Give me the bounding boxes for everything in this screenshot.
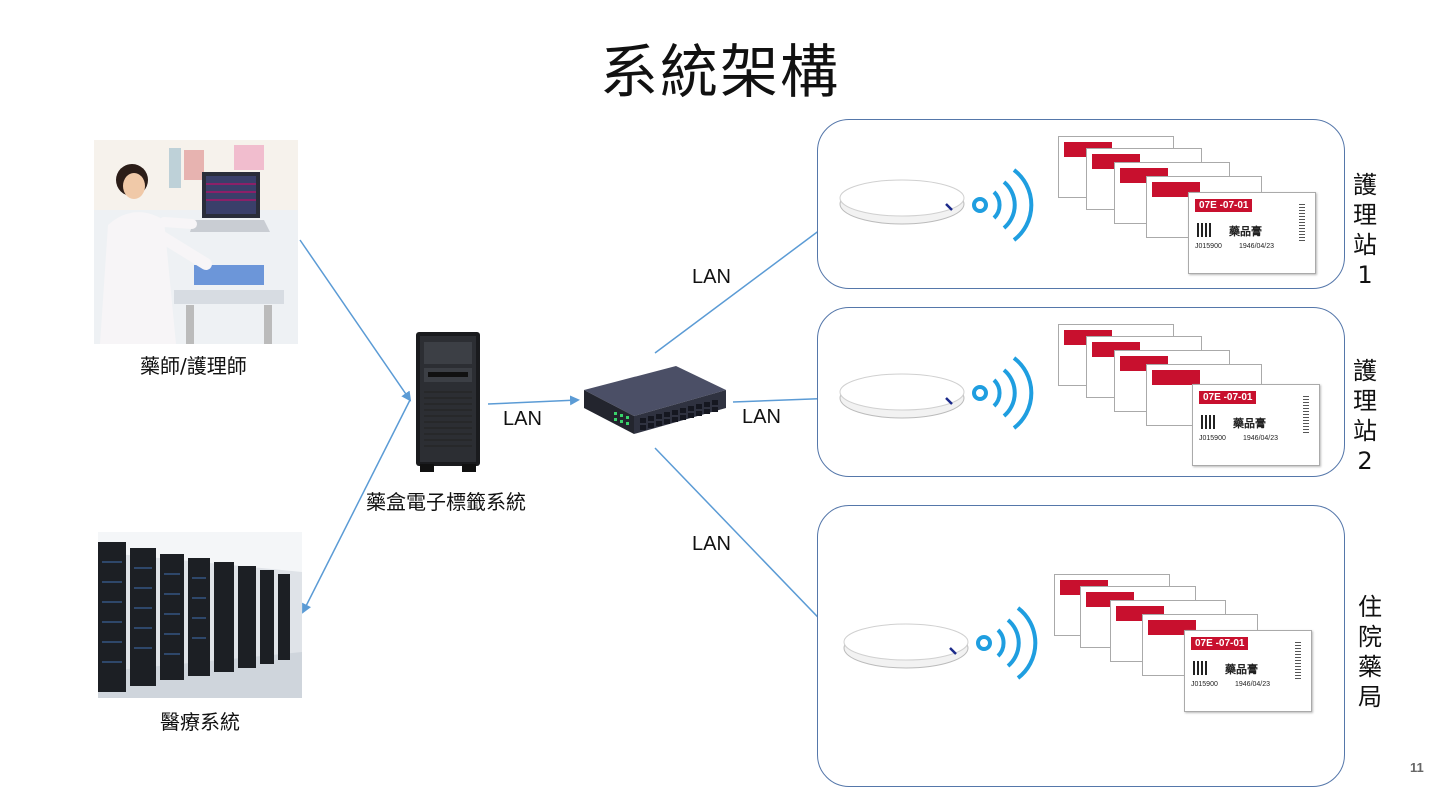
- qr-code-icon: [1197, 223, 1211, 237]
- e-label-date: 1946/04/23: [1235, 681, 1271, 688]
- panel-nurse-station-1: 07E -07-01 藥品膏 J015900 1946/04/23: [817, 119, 1345, 289]
- e-label-drug: 藥品膏: [1229, 225, 1262, 238]
- arrow-pharmacist-to-server: [299, 239, 412, 402]
- tower-server-icon: [414, 330, 482, 474]
- network-switch-icon: [580, 360, 730, 440]
- pharmacist-label: 藥師/護理師: [140, 354, 247, 378]
- wifi-signal-icon: [974, 602, 1038, 684]
- e-label-date: 1946/04/23: [1243, 435, 1279, 442]
- e-label-id: J015900: [1195, 243, 1222, 250]
- page-title: 系統架構: [599, 38, 840, 106]
- qr-code-icon: [1201, 415, 1215, 429]
- barcode-icon: [1299, 203, 1305, 241]
- wireless-access-point-icon: [840, 618, 972, 672]
- pharmacist-photo: [94, 140, 298, 344]
- wireless-access-point-icon: [836, 368, 968, 422]
- medical-system-photo: [98, 532, 302, 698]
- e-label-front: 07E -07-01 藥品膏 J015900 1946/04/23: [1188, 192, 1316, 274]
- e-label-date: 1946/04/23: [1239, 243, 1275, 250]
- lan-label-pharmacy: LAN: [692, 533, 731, 555]
- e-label-front: 07E -07-01 藥品膏 J015900 1946/04/23: [1192, 384, 1320, 466]
- e-label-id: J015900: [1199, 435, 1226, 442]
- panel-label-station-2: 護理站2: [1353, 357, 1377, 475]
- arrow-switch-to-pharmacy: [654, 447, 839, 639]
- panel-nurse-station-2: 07E -07-01 藥品膏 J015900 1946/04/23: [817, 307, 1345, 477]
- wifi-signal-icon: [970, 352, 1034, 434]
- e-label-code: 07E -07-01: [1191, 637, 1249, 650]
- panel-label-station-1: 護理站1: [1353, 171, 1377, 289]
- lan-label-server-switch: LAN: [503, 408, 542, 430]
- barcode-icon: [1303, 395, 1309, 433]
- arrow-server-to-switch: [487, 395, 580, 406]
- lan-label-station1: LAN: [692, 266, 731, 288]
- wireless-access-point-icon: [836, 174, 968, 228]
- e-label-front: 07E -07-01 藥品膏 J015900 1946/04/23: [1184, 630, 1312, 712]
- lan-label-station2: LAN: [742, 406, 781, 428]
- medical-system-label: 醫療系統: [160, 710, 240, 734]
- e-label-stack: 07E -07-01 藥品膏 J015900 1946/04/23: [1058, 136, 1328, 276]
- e-label-id: J015900: [1191, 681, 1218, 688]
- panel-inpatient-pharmacy: 07E -07-01 藥品膏 J015900 1946/04/23: [817, 505, 1345, 787]
- arrow-server-to-medical: [302, 399, 411, 614]
- e-label-stack: 07E -07-01 藥品膏 J015900 1946/04/23: [1058, 324, 1328, 466]
- panel-label-pharmacy: 住院藥局: [1358, 593, 1382, 711]
- e-label-code: 07E -07-01: [1195, 199, 1253, 212]
- qr-code-icon: [1193, 661, 1207, 675]
- e-label-stack: 07E -07-01 藥品膏 J015900 1946/04/23: [1054, 574, 1324, 714]
- barcode-icon: [1295, 641, 1301, 679]
- label-system-label: 藥盒電子標籤系統: [366, 490, 526, 514]
- e-label-drug: 藥品膏: [1225, 663, 1258, 676]
- wifi-signal-icon: [970, 164, 1034, 246]
- e-label-drug: 藥品膏: [1233, 417, 1266, 430]
- arrow-switch-to-station1: [654, 213, 842, 354]
- page-number: 11: [1410, 760, 1424, 775]
- e-label-code: 07E -07-01: [1199, 391, 1257, 404]
